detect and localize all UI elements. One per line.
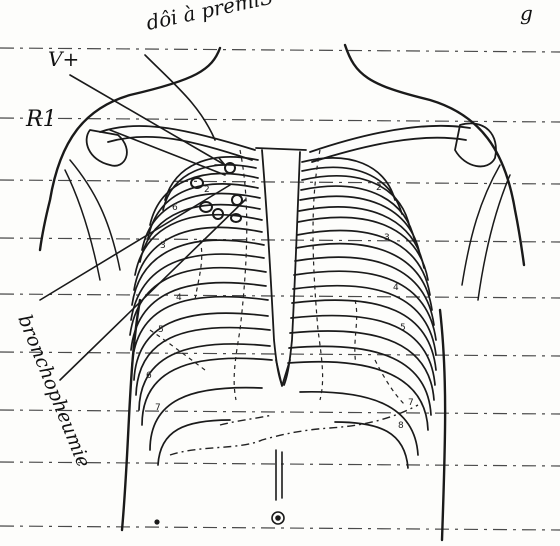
label-r1: R1 xyxy=(25,107,57,132)
rib-label: 4 xyxy=(393,283,399,293)
rib-label: 3 xyxy=(384,233,390,243)
rib-label: 4 xyxy=(176,293,182,303)
rib-label: 8 xyxy=(398,421,404,431)
side-note: bronchopheumie xyxy=(13,312,94,471)
corner-mark: g xyxy=(520,1,533,25)
rib-label: 5 xyxy=(158,325,164,335)
sternum xyxy=(256,148,306,386)
label-v-plus: V+ xyxy=(48,47,79,71)
rib-label: 7 xyxy=(155,403,161,413)
rib-label: 6 xyxy=(172,203,178,213)
top-note: dôi à premiS xyxy=(144,0,275,35)
handwritten-annotations: dôi à premiS V+ R1 g bronchopheumie xyxy=(13,0,532,471)
abdomen-marks xyxy=(155,450,284,524)
rib-label: 5 xyxy=(400,323,406,333)
rib-numbers: 2 6 3 4 5 6 7 2 3 4 5 7 8 xyxy=(146,183,414,431)
ribs-left xyxy=(288,158,436,468)
shoulder-blades xyxy=(65,160,510,300)
rib-label: 7 xyxy=(408,398,414,408)
rib-label: 2 xyxy=(204,185,210,195)
rib-label: 6 xyxy=(146,371,152,381)
rib-label: 2 xyxy=(376,183,382,193)
rib-label: 3 xyxy=(160,241,166,251)
